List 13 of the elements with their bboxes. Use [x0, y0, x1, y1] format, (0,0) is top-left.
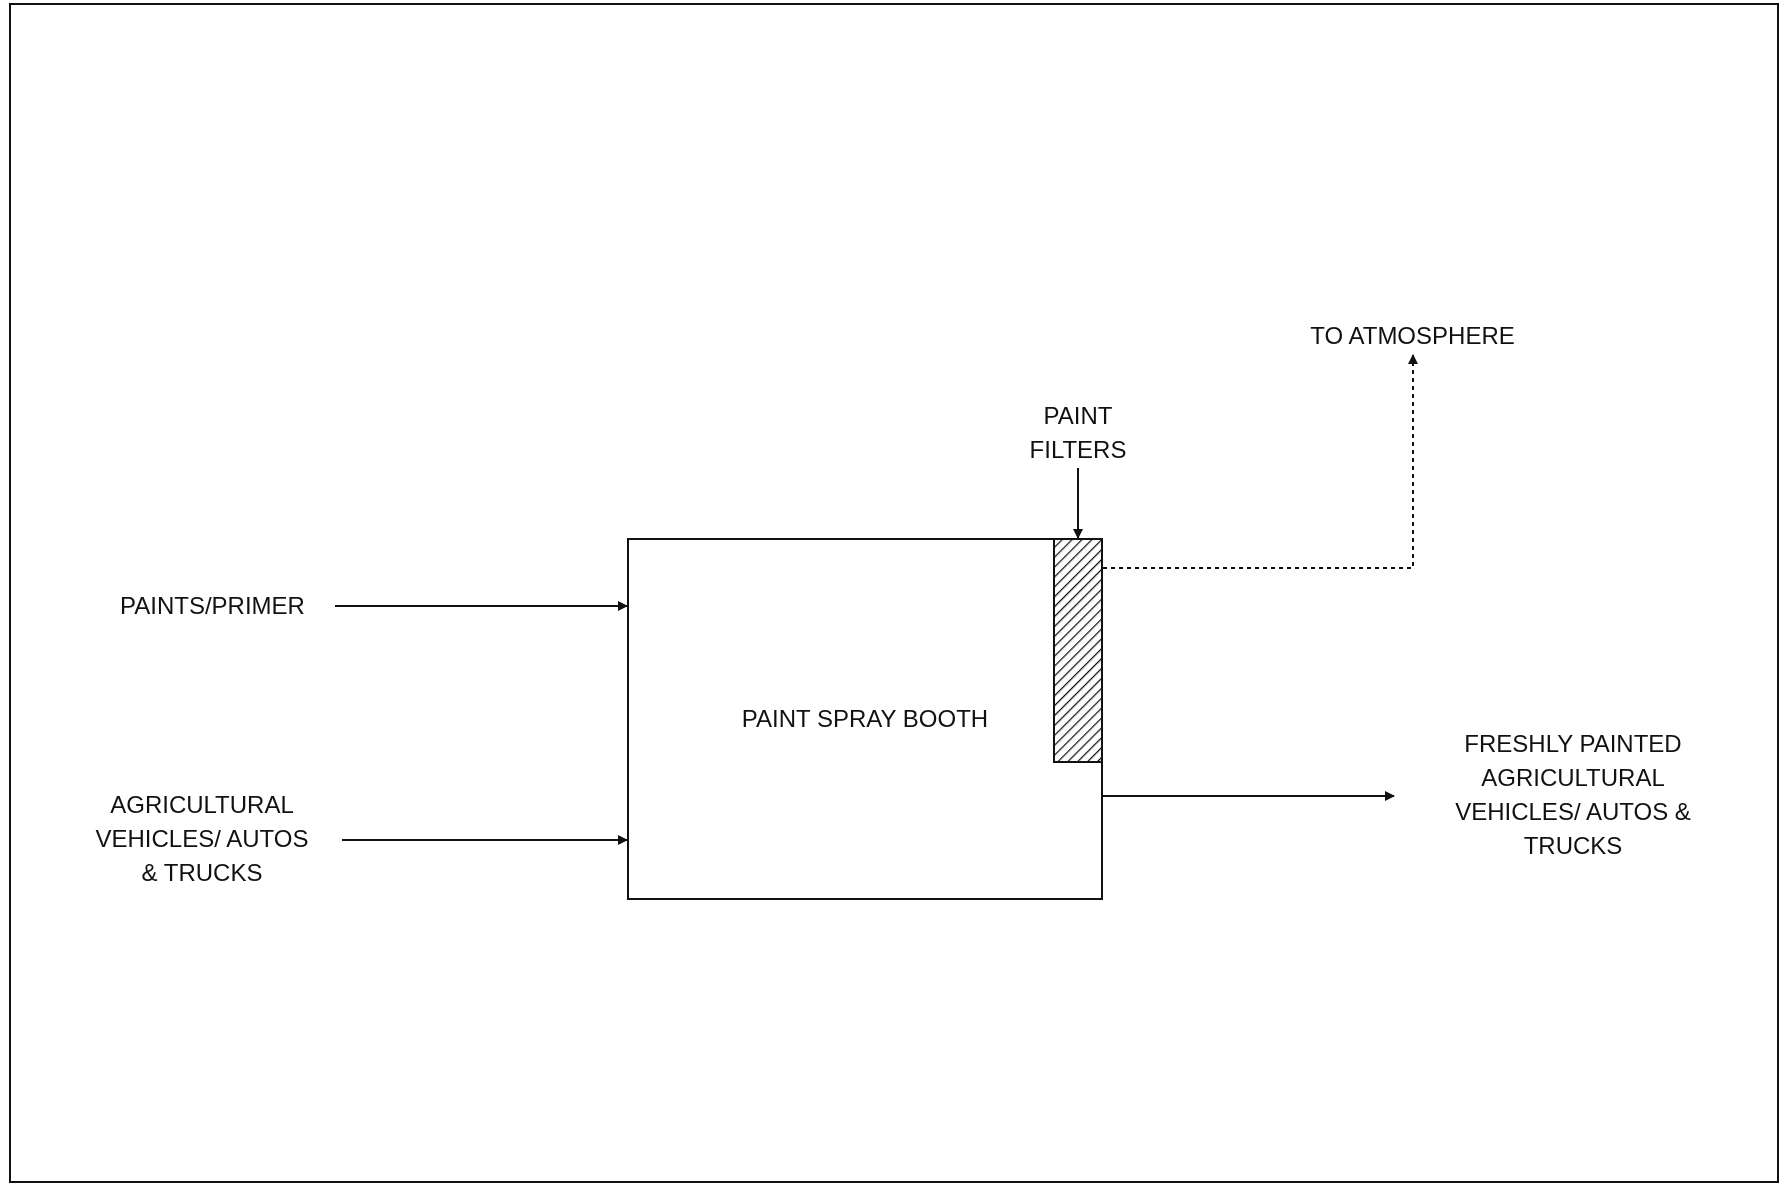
flow-label: PAINT FILTERS: [1028, 401, 1128, 465]
flow-label: TO ATMOSPHERE: [1310, 321, 1515, 351]
flow-label: FRESHLY PAINTED AGRICULTURAL VEHICLES/ AUTOS & TRUCKS: [1454, 729, 1692, 861]
process-label: PAINT SPRAY BOOTH: [741, 704, 989, 734]
arrow: [1102, 354, 1418, 569]
hatched-filter-block: [1053, 538, 1103, 763]
arrow: [341, 835, 628, 845]
arrow: [1102, 791, 1395, 801]
arrow: [334, 601, 628, 611]
arrow: [1073, 467, 1083, 539]
flow-label: PAINTS/PRIMER: [120, 591, 305, 621]
flow-label: AGRICULTURAL VEHICLES/ AUTOS & TRUCKS: [94, 790, 310, 888]
process-box: [627, 538, 1103, 900]
